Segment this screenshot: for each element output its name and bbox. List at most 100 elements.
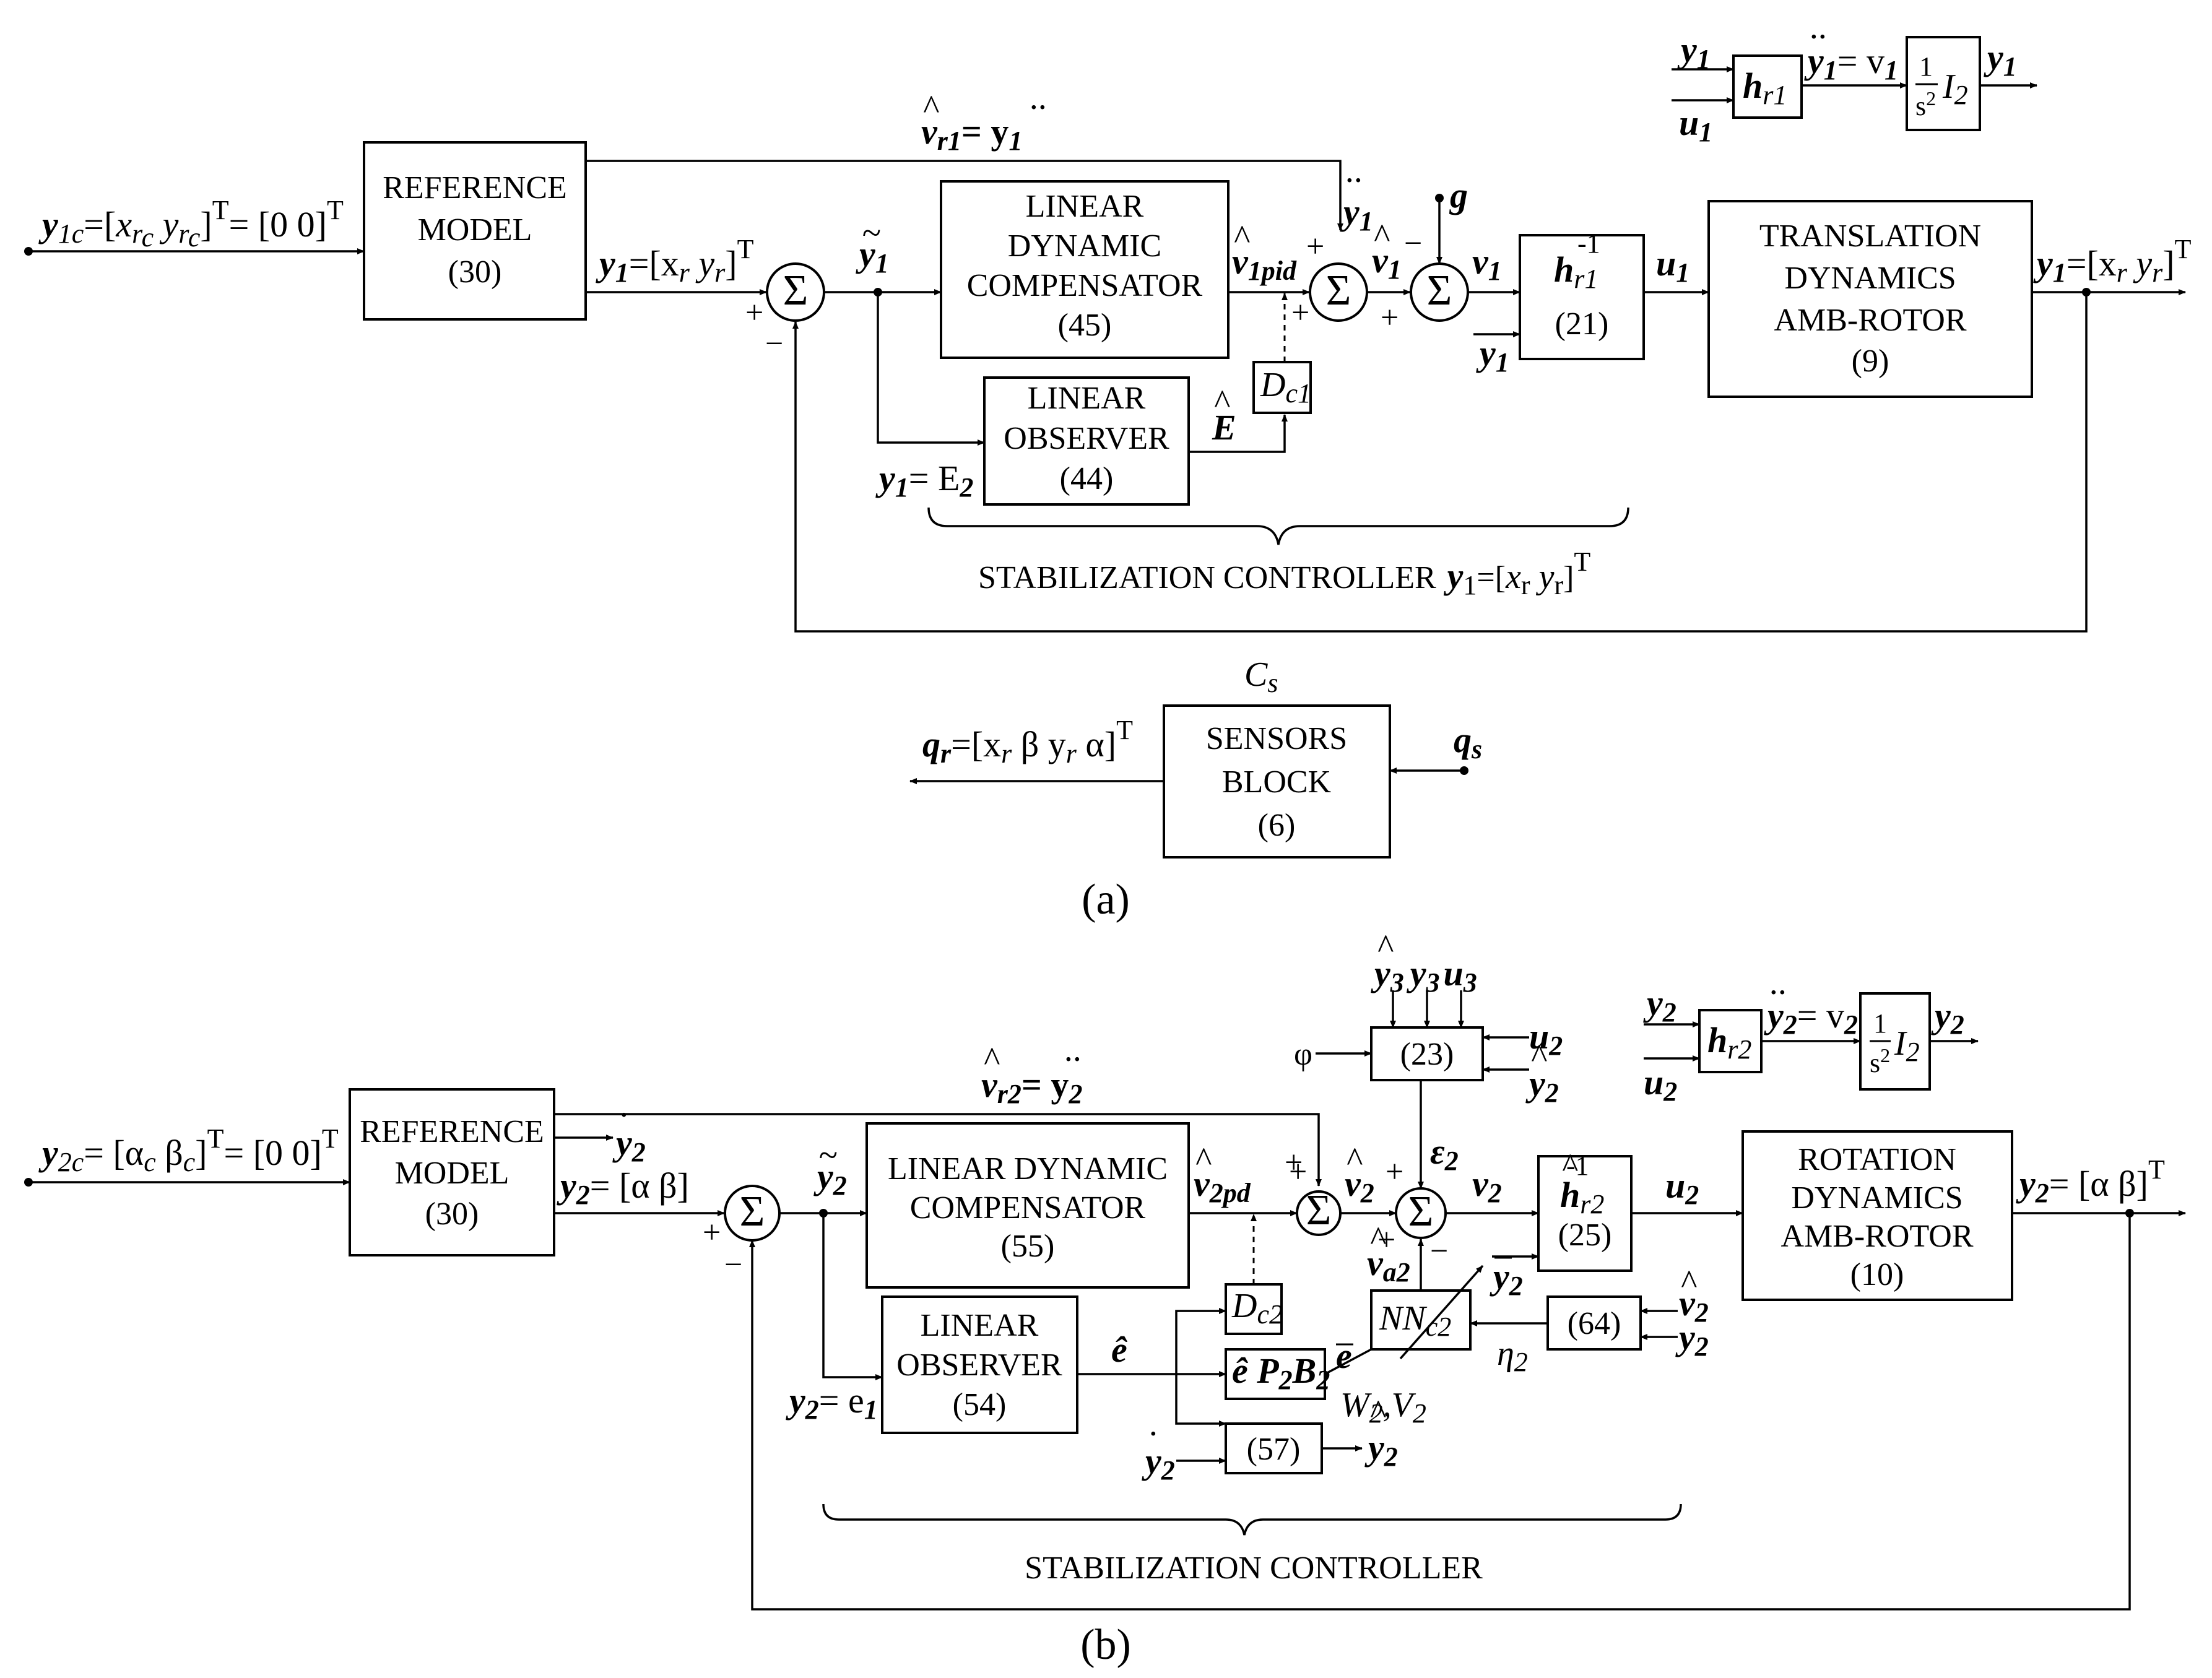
svg-text:··: ··	[1769, 974, 1786, 1012]
sensors-title2: BLOCK	[1222, 764, 1332, 800]
y1bar-in-inv: y1	[1476, 333, 1509, 378]
WV-label: W2,V2	[1340, 1386, 1426, 1429]
svg-text:hr2: hr2	[1560, 1175, 1604, 1219]
svg-text:^: ^	[983, 1040, 1000, 1079]
ref-model-eq-b: (30)	[425, 1196, 479, 1232]
svg-text:1: 1	[1873, 1008, 1887, 1039]
svg-text:η2: η2	[1497, 1334, 1528, 1377]
ref-model-title2-a: MODEL	[418, 212, 532, 248]
plus-sign: +	[745, 295, 763, 331]
ytilde-eq-a: y1= E2	[875, 458, 973, 503]
ldc-eq-b: (55)	[1001, 1229, 1055, 1264]
y1-ddot-in: y1	[1340, 192, 1373, 236]
vhat-label-a: v1	[1372, 240, 1402, 285]
svg-text:−: −	[724, 1247, 742, 1282]
mini-u1-in: u1	[1679, 103, 1712, 147]
ybar-label-b: y2= [α β]	[557, 1166, 689, 1210]
svg-text:^: ^	[1373, 217, 1390, 256]
svg-text:(23): (23)	[1400, 1037, 1454, 1072]
ldc-title-b: LINEAR DYNAMIC	[888, 1151, 1168, 1187]
inv-hr1-label: hr1	[1554, 249, 1598, 294]
obs-eq-a: (44)	[1060, 461, 1114, 496]
svg-text:+: +	[1289, 1154, 1307, 1190]
ytilde-eq-b: y2= e1	[786, 1380, 878, 1425]
svg-text:−: −	[1404, 226, 1422, 261]
svg-text:v2: v2	[1679, 1283, 1709, 1328]
eps2-label: ε2	[1430, 1131, 1459, 1176]
u1-label: u1	[1656, 243, 1689, 288]
reference-model-block-a	[363, 141, 587, 321]
svg-text:^: ^	[1346, 1141, 1363, 1179]
svg-text:Σ: Σ	[1306, 1187, 1332, 1234]
ybar-label-a: y1=[xr yr]T	[596, 234, 754, 288]
svg-text:·: ·	[619, 1096, 628, 1135]
svg-text:Σ: Σ	[1427, 267, 1452, 314]
ldc-title3-a: COMPENSATOR	[967, 268, 1203, 303]
ytilde-tilde-a: ~	[862, 214, 880, 253]
obs-eq-b: (54)	[953, 1387, 1007, 1422]
block-23	[1370, 1026, 1484, 1081]
sensors-title: SENSORS	[1206, 721, 1347, 756]
cs-label: Cs	[1244, 655, 1278, 698]
caption-b: (b)	[1080, 1621, 1131, 1669]
inverse-hr1-block	[1519, 234, 1645, 360]
ldc-title2-b: COMPENSATOR	[910, 1190, 1146, 1226]
ytilde-label-a: y1	[856, 234, 889, 279]
reference-model-block-b	[349, 1088, 555, 1256]
linear-dynamic-compensator-b	[865, 1122, 1190, 1289]
plant-eq-a: (9)	[1852, 344, 1889, 379]
linear-observer-a	[983, 376, 1190, 506]
ref-model-title-a: REFERENCE	[383, 170, 567, 205]
svg-text:^: ^	[1377, 928, 1394, 966]
dc1-block	[1252, 361, 1312, 414]
svg-text:^: ^	[1195, 1141, 1212, 1179]
svg-text:+: +	[1306, 229, 1324, 264]
plant-title2-b: DYNAMICS	[1791, 1180, 1963, 1216]
svg-text:y2: y2	[1643, 983, 1676, 1027]
qs-label: qs	[1454, 720, 1482, 764]
obs-title-a: LINEAR	[1028, 381, 1146, 416]
svg-text:^: ^	[1369, 1393, 1386, 1432]
v1-label-a: v1	[1472, 241, 1502, 286]
svg-text:(64): (64)	[1568, 1306, 1621, 1341]
svg-text:+: +	[703, 1215, 721, 1250]
svg-text:y2: y2	[1364, 1427, 1398, 1472]
ldc-title-a: LINEAR	[1026, 189, 1144, 224]
sensors-block	[1163, 704, 1391, 858]
linear-observer-b	[881, 1295, 1078, 1434]
plant-title3-a: AMB-ROTOR	[1774, 303, 1966, 338]
input-label-a: y1c=[xrc yrc]T= [0 0]T	[38, 195, 344, 253]
ref-model-title-b: REFERENCE	[360, 1114, 544, 1149]
svg-text:~: ~	[818, 1136, 837, 1175]
svg-text:u2: u2	[1529, 1016, 1563, 1061]
y2-out-label: y2= [α β]T	[2016, 1154, 2165, 1208]
svg-text:-1: -1	[1566, 1151, 1589, 1181]
vr2-label: vr2= y2	[981, 1065, 1082, 1109]
plant-title2-a: DYNAMICS	[1784, 261, 1956, 296]
obs-title-b: LINEAR	[921, 1308, 1039, 1343]
svg-text:ê P2B2: ê P2B2	[1232, 1351, 1330, 1395]
vr1-ddot: ··	[1029, 89, 1046, 127]
svg-text:··: ··	[1345, 162, 1362, 200]
sigma-symbol: Σ	[783, 267, 809, 314]
translation-dynamics-block	[1707, 200, 2033, 398]
svg-text:^: ^	[1369, 1220, 1386, 1258]
ldc-eq-a: (45)	[1058, 308, 1112, 343]
svg-text:·: ·	[1148, 1415, 1157, 1453]
mini-hr1-block	[1732, 54, 1803, 119]
svg-text:v2: v2	[1472, 1164, 1502, 1208]
svg-text:+: +	[1377, 1222, 1395, 1258]
svg-text:+: +	[1291, 295, 1309, 331]
ref-model-eq-a: (30)	[448, 254, 502, 290]
svg-text:^: ^	[1680, 1263, 1697, 1302]
inverse-hr2-block	[1537, 1155, 1633, 1272]
svg-text:y2: y2	[1142, 1441, 1175, 1486]
mini-y1-in: y1	[1677, 30, 1711, 74]
sensors-eq: (6)	[1258, 808, 1296, 843]
obs-title2-a: OBSERVER	[1004, 421, 1169, 456]
ref-model-title2-b: MODEL	[395, 1156, 510, 1191]
mini-hr1-label: hr1	[1743, 66, 1787, 110]
svg-text:va2: va2	[1367, 1243, 1410, 1287]
